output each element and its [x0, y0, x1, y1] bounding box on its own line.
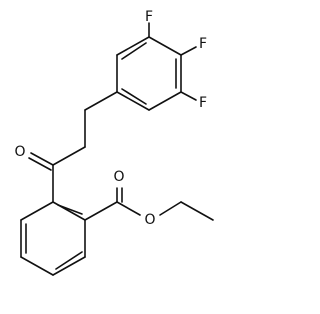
bond: [121, 88, 147, 105]
fluorine-atom-label: F: [199, 36, 207, 52]
bond: [116, 201, 141, 216]
bond: [180, 46, 197, 56]
fluorine-atom-label: F: [199, 95, 207, 111]
bond: [28, 157, 52, 171]
bond: [84, 201, 118, 221]
bond: [20, 201, 54, 221]
bond-lines: [20, 22, 214, 276]
chemical-structure-diagram: F F F O O O: [14, 9, 214, 276]
bond: [52, 146, 86, 166]
bond: [20, 256, 54, 276]
atom-labels: F F F O O O: [14, 9, 207, 228]
bond: [148, 36, 182, 56]
bond: [52, 256, 86, 276]
bond: [116, 91, 150, 111]
bond: [148, 91, 182, 111]
carbonyl-oxygen-atom-label: O: [113, 169, 124, 185]
bond: [55, 251, 83, 270]
bond: [30, 152, 54, 166]
bond: [180, 201, 214, 221]
bond: [180, 91, 197, 101]
bond: [116, 36, 150, 56]
bond: [84, 91, 118, 111]
bond: [121, 42, 147, 60]
fluorine-atom-label: F: [145, 9, 153, 25]
bond: [159, 201, 182, 216]
ester-oxygen-atom-label: O: [144, 212, 155, 228]
bond: [57, 204, 83, 215]
ketone-oxygen-atom-label: O: [14, 144, 25, 160]
